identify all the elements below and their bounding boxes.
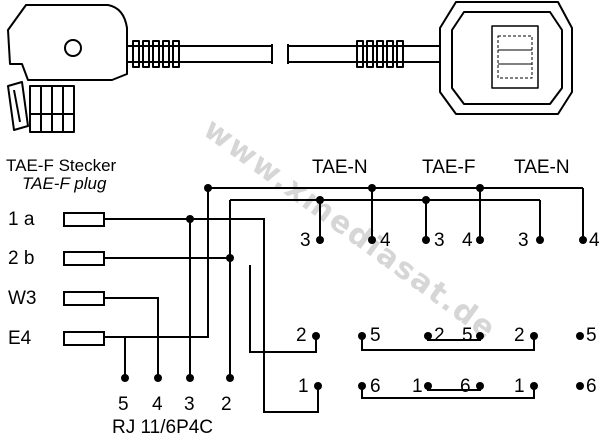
junction-dots — [121, 184, 587, 390]
terminal-label: 4 — [589, 230, 600, 251]
cable-right — [287, 40, 442, 68]
tae-plug-illustration — [7, 4, 128, 133]
terminal-label: 4 — [462, 230, 473, 251]
terminal-label: 1 — [412, 376, 423, 397]
terminal-label: 6 — [460, 376, 471, 397]
terminal-label: 2 — [296, 325, 307, 346]
plug-pin-2b: 2 b — [8, 248, 35, 269]
terminal-label: 1 — [514, 376, 525, 397]
rj-socket-illustration — [439, 1, 573, 115]
terminal-label: 2 — [434, 325, 445, 346]
terminal-label: 4 — [380, 230, 391, 251]
terminal-label: 3 — [434, 230, 445, 251]
plug-title-de: TAE-F Stecker — [6, 156, 117, 175]
rj-label: RJ 11/6P4C — [112, 417, 214, 438]
terminal-label: 3 — [300, 230, 311, 251]
terminal-label: 3 — [518, 230, 529, 251]
wiring-lines — [63, 187, 584, 413]
rj-pin-2: 2 — [221, 394, 232, 415]
plug-pin-e4: E4 — [8, 328, 32, 349]
socket-label-tae-n-right: TAE-N — [514, 157, 570, 178]
terminal-label: 5 — [370, 325, 381, 346]
socket-label-tae-f: TAE-F — [422, 157, 476, 178]
terminal-label: 1 — [298, 376, 309, 397]
rj-pin-3: 3 — [184, 394, 195, 415]
terminal-label: 2 — [514, 325, 525, 346]
terminal-label: 5 — [462, 325, 473, 346]
socket-label-tae-n-left: TAE-N — [312, 157, 368, 178]
plug-pin-1a: 1 a — [8, 209, 35, 230]
plug-title-en: TAE-F plug — [22, 174, 107, 193]
rj-pin-5: 5 — [118, 394, 129, 415]
terminal-label: 5 — [586, 325, 597, 346]
rj-pin-4: 4 — [152, 394, 163, 415]
cable-left — [127, 40, 273, 68]
terminal-label: 6 — [370, 376, 381, 397]
plug-pin-w3: W3 — [8, 288, 37, 309]
terminal-label: 6 — [586, 376, 597, 397]
